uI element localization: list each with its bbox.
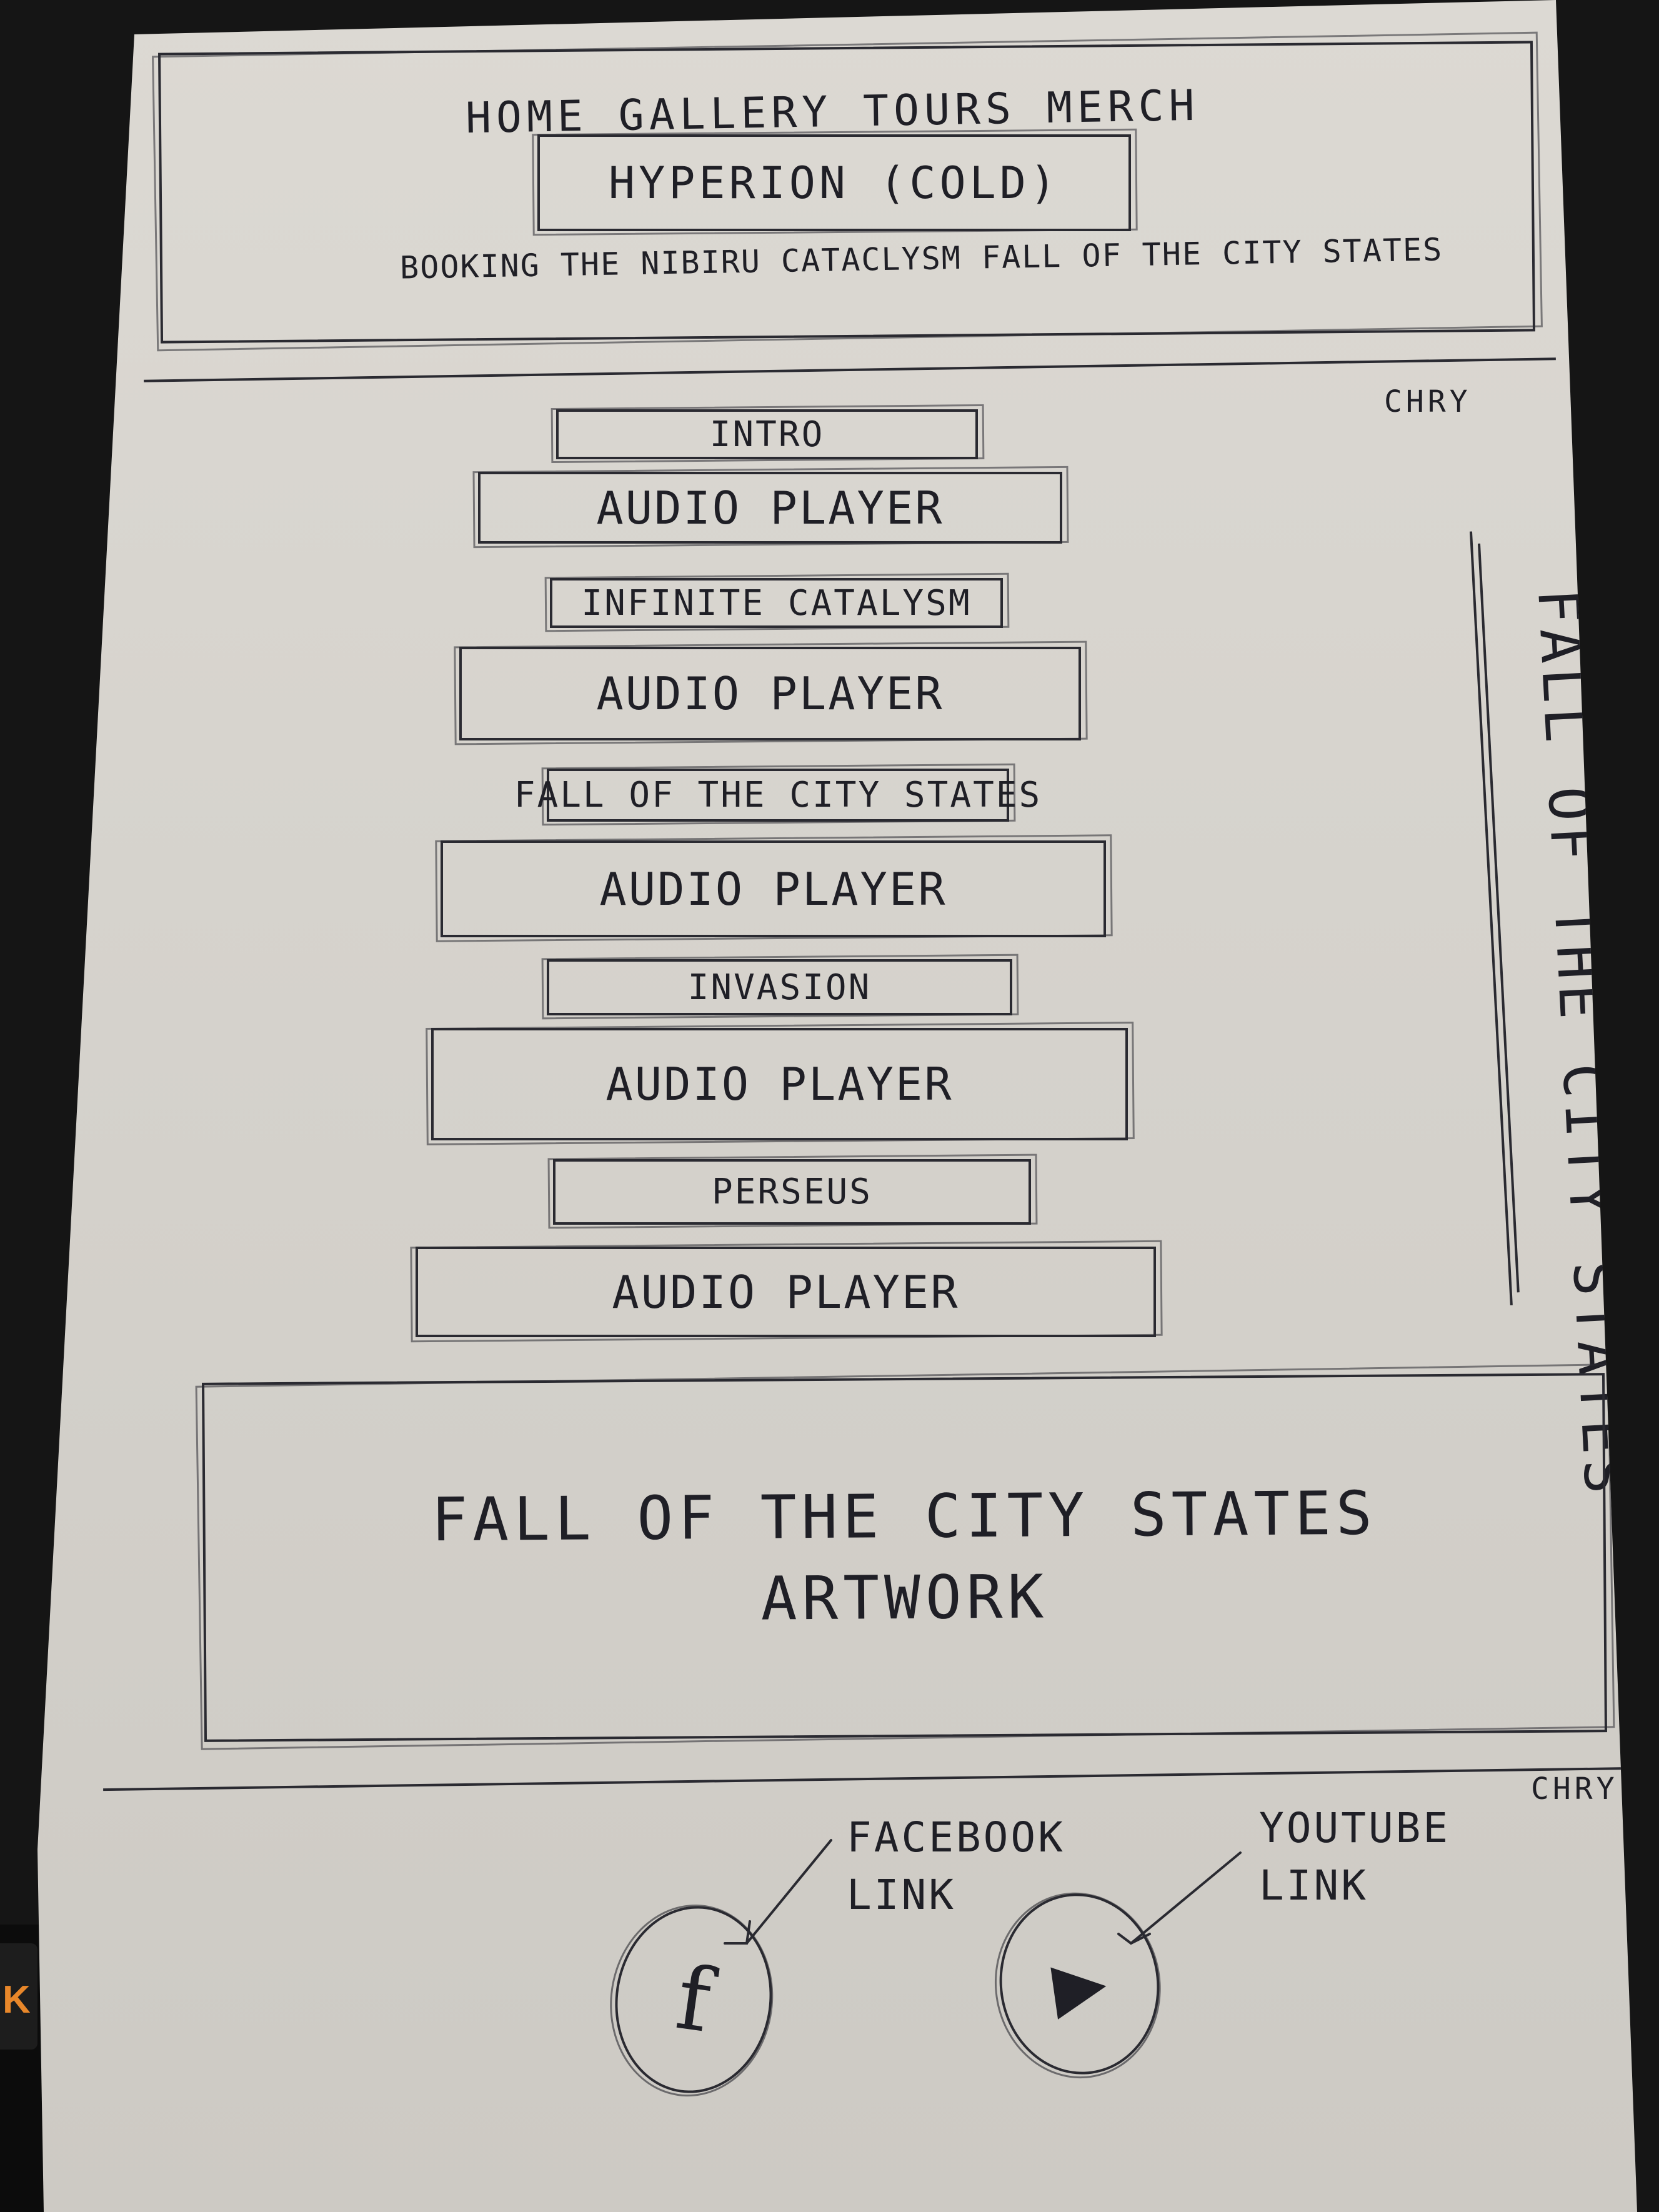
facebook-note-line2: Link [847, 1871, 956, 1920]
track-title: Intro [556, 409, 978, 459]
facebook-arrow [745, 1839, 832, 1945]
audio-player[interactable]: Audio Player [431, 1028, 1128, 1140]
youtube-note-line1: Youtube [1259, 1804, 1451, 1852]
youtube-icon: ▶ [1047, 1940, 1112, 2028]
artwork-title: Fall of the City States [431, 1478, 1378, 1555]
track-title: Perseus [553, 1159, 1031, 1225]
audio-player[interactable]: Audio Player [441, 840, 1106, 937]
facebook-icon: f [670, 1946, 717, 2053]
audio-player[interactable]: Audio Player [459, 647, 1081, 740]
section-marker: CHRY [1531, 1771, 1618, 1806]
site-title: Hyperion (cold) [537, 134, 1131, 231]
section-marker: CHRY [1384, 384, 1472, 419]
keyboard-key [0, 1943, 37, 2050]
facebook-link[interactable]: f [603, 1896, 784, 2103]
audio-player[interactable]: Audio Player [478, 472, 1062, 544]
artwork-label: Artwork [760, 1561, 1049, 1634]
youtube-note-line2: Link [1259, 1861, 1368, 1910]
footer-divider [103, 1766, 1634, 1791]
audio-player[interactable]: Audio Player [416, 1247, 1156, 1337]
facebook-note-line1: Facebook [847, 1813, 1065, 1861]
header-divider [144, 357, 1556, 382]
keyboard-key-letter: K [2, 1978, 31, 2021]
album-artwork: Fall of the City States Artwork [202, 1373, 1607, 1742]
track-title: Fall of the City States [514, 769, 1040, 822]
facebook-note: Facebook Link [847, 1809, 1065, 1925]
track-title: Infinite Catalysm [550, 578, 1003, 628]
youtube-note: Youtube Link [1259, 1800, 1450, 1915]
youtube-arrow [1130, 1851, 1242, 1945]
track-title: Invasion [547, 959, 1012, 1015]
